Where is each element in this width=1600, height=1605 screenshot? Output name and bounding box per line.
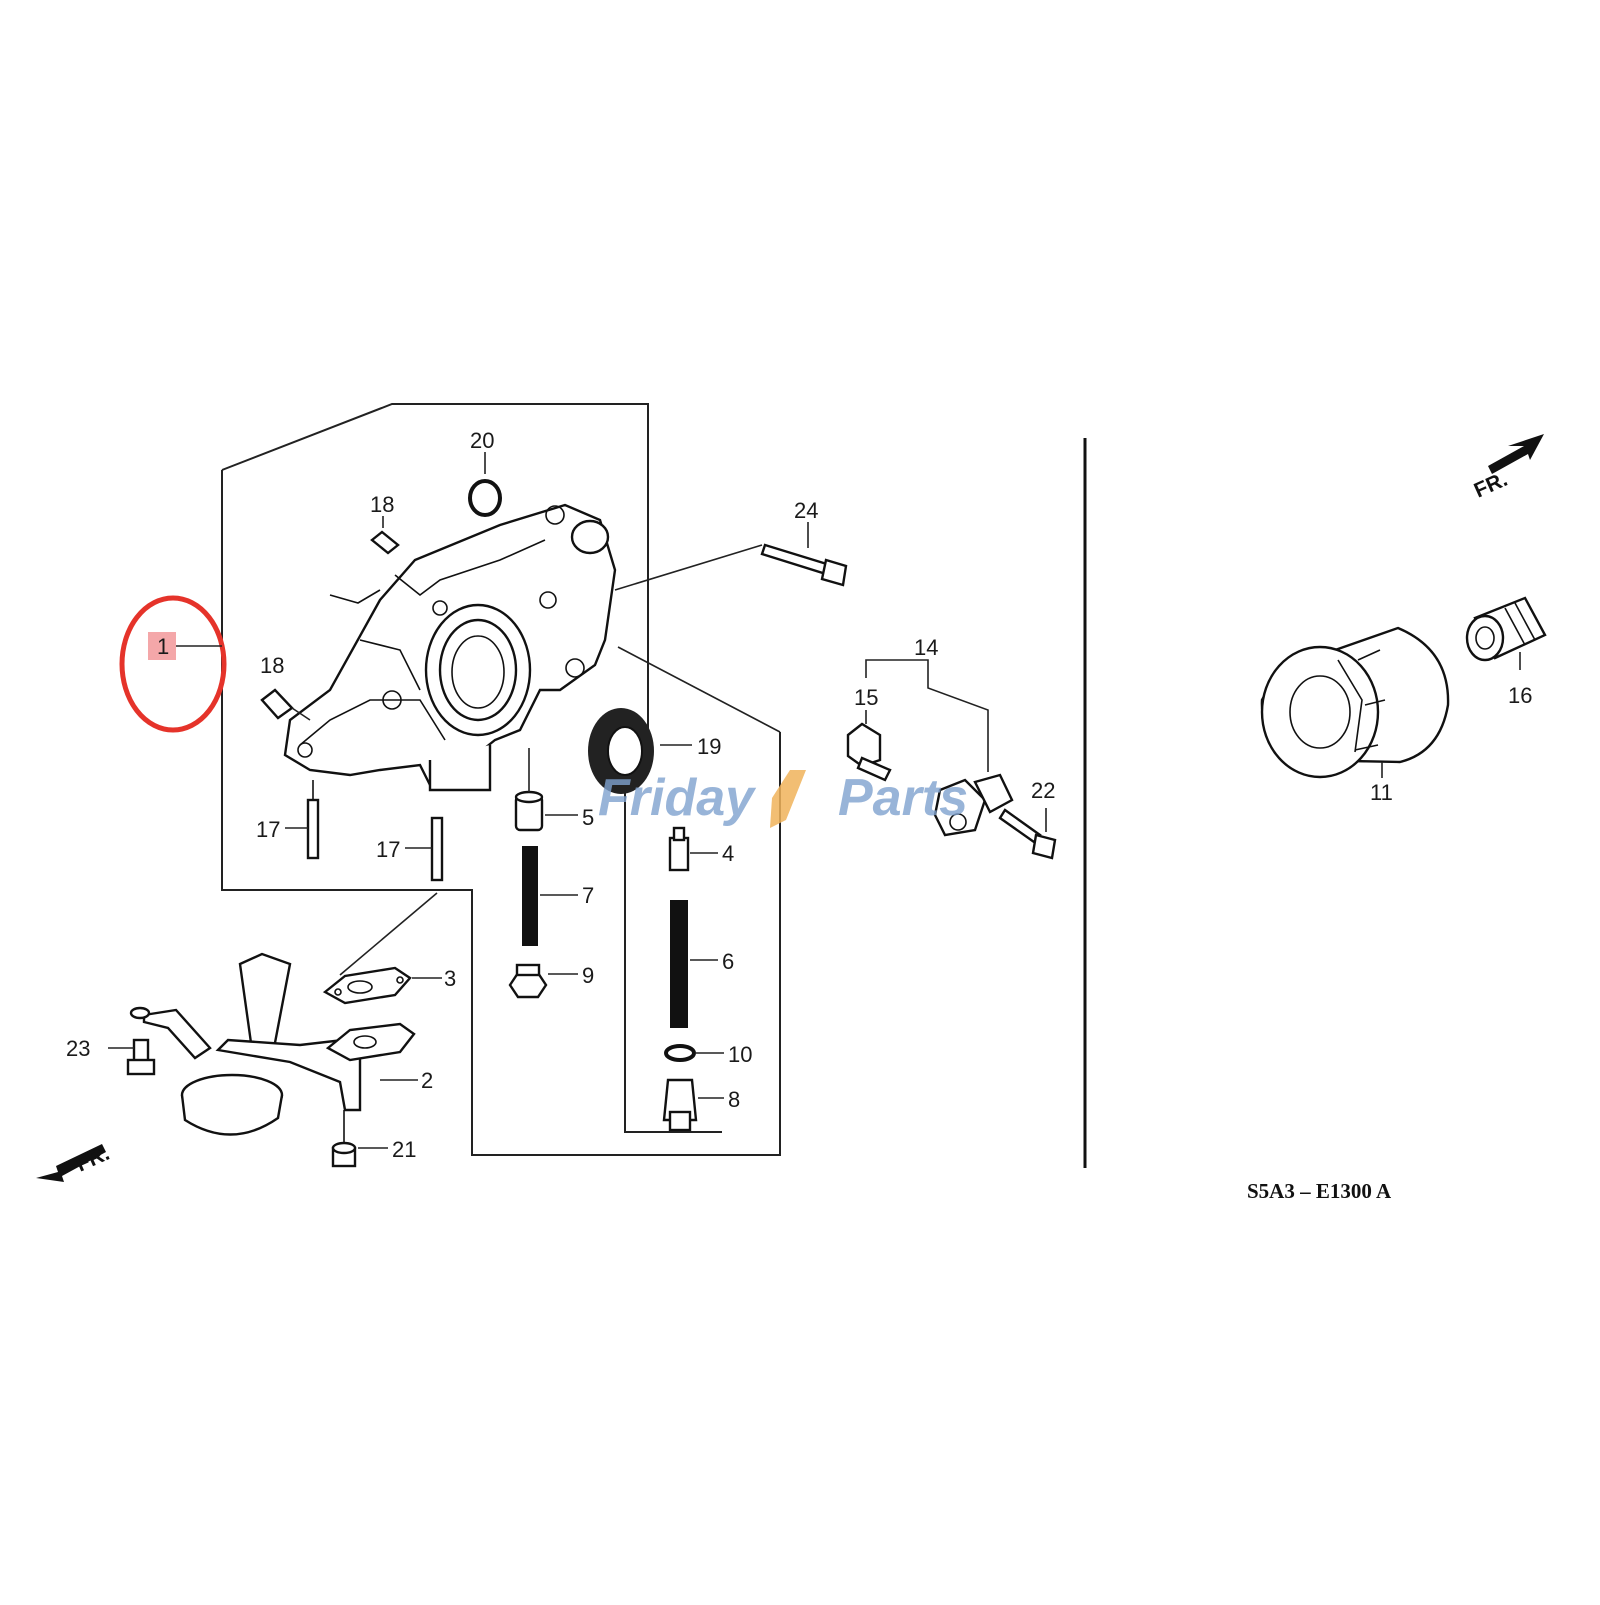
- callout-18b: 18: [260, 653, 284, 678]
- callout-1: 1: [157, 634, 169, 659]
- o-ring-part-20: [468, 479, 502, 517]
- callout-17a: 17: [256, 817, 280, 842]
- bolt-part-23: [108, 1006, 156, 1076]
- bolt-part-24: [614, 522, 848, 591]
- dowel-pin-part-18-top: [370, 516, 400, 555]
- callout-24: 24: [794, 498, 818, 523]
- watermark: Friday Parts: [598, 769, 968, 828]
- watermark-brand-a: Friday: [598, 769, 757, 827]
- sensor-group-part-14: [846, 659, 1057, 860]
- callout-6: 6: [722, 949, 734, 974]
- callout-10: 10: [728, 1042, 752, 1067]
- dowel-pin-part-18-lower: [260, 688, 311, 721]
- callout-2: 2: [421, 1068, 433, 1093]
- callout-19: 19: [697, 734, 721, 759]
- nut-part-21: [331, 1110, 388, 1168]
- callout-8: 8: [728, 1087, 740, 1112]
- callout-7: 7: [582, 883, 594, 908]
- front-label-left: FR.: [73, 1142, 113, 1177]
- oil-pump-body: [283, 503, 617, 792]
- assembly-frame: [221, 403, 781, 1156]
- stud-part-17-right: [405, 816, 444, 882]
- callout-17b: 17: [376, 837, 400, 862]
- callout-11: 11: [1370, 780, 1393, 805]
- washer-part-10: [664, 1044, 724, 1062]
- callout-16: 16: [1508, 683, 1532, 708]
- bolt-part-8: [662, 1078, 724, 1132]
- relief-piston-part-4: [668, 826, 718, 872]
- oil-strainer-part-2: [142, 952, 418, 1136]
- oil-seal-part-19: [588, 708, 692, 794]
- callout-3: 3: [444, 966, 456, 991]
- joint-bolt-part-16: [1465, 596, 1547, 670]
- front-label-right: FR.: [1471, 468, 1511, 503]
- callout-15: 15: [854, 685, 878, 710]
- spring-part-7: [522, 846, 578, 946]
- stud-part-17-left: [285, 780, 320, 860]
- front-arrow-right-icon: [1488, 434, 1544, 474]
- oil-filter-part-11: [1260, 626, 1450, 779]
- front-arrow-left-icon: [36, 1144, 106, 1182]
- callout-14: 14: [914, 635, 938, 660]
- spring-part-6: [670, 900, 718, 1028]
- callout-18a: 18: [370, 492, 394, 517]
- callout-23: 23: [66, 1036, 90, 1061]
- callout-5: 5: [582, 805, 594, 830]
- gasket-part-3: [322, 892, 442, 1005]
- callout-22: 22: [1031, 778, 1055, 803]
- part-1-highlight: [119, 595, 227, 733]
- callout-9: 9: [582, 963, 594, 988]
- callout-21: 21: [392, 1137, 416, 1162]
- diagram-code: S5A3 – E1300 A: [1247, 1179, 1392, 1203]
- sealing-bolt-part-9: [508, 963, 578, 999]
- callout-4: 4: [722, 841, 734, 866]
- callout-20: 20: [470, 428, 494, 453]
- watermark-brand-b: Parts: [838, 769, 968, 827]
- relief-valve-part-5: [514, 748, 578, 832]
